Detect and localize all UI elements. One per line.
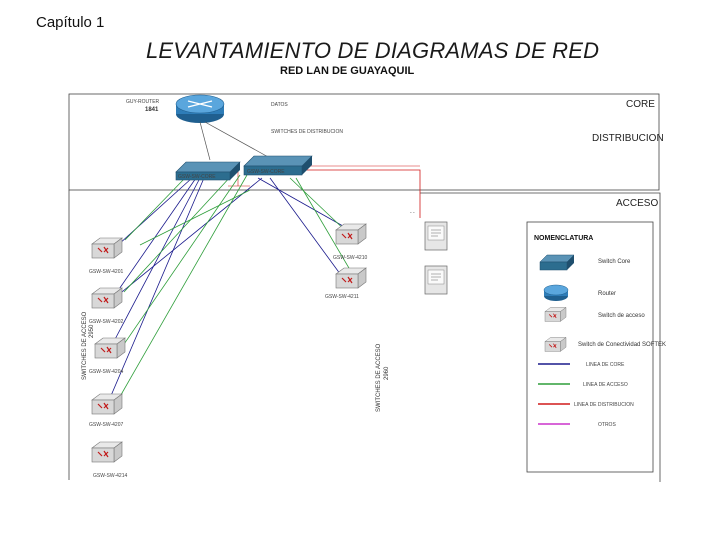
left-vertical-model: 2950 (89, 324, 95, 338)
access-switch-5-label: GSW-SW-4214 (93, 473, 127, 479)
legend-item-2: Switch de acceso (598, 313, 645, 319)
zone-distribution-label: DISTRIBUCION (592, 133, 664, 144)
legend-item-0: Switch Core (598, 259, 631, 265)
access-switch-mid-1 (335, 223, 367, 245)
access-switch-2 (91, 287, 123, 309)
page-title: LEVANTAMIENTO DE DIAGRAMAS DE RED (146, 38, 600, 63)
legend-router-icon (543, 284, 569, 301)
router-name: GUY-ROUTER (126, 99, 160, 105)
access-switch-3-label: GSW-SW-4204 (89, 369, 123, 375)
legend-line-0: LINEA DE CORE (586, 362, 625, 368)
access-switch-1 (91, 237, 123, 259)
access-switch-4 (91, 393, 123, 415)
legend-item-1: Router (598, 291, 616, 297)
svg-text:- -: - - (410, 210, 415, 216)
core-distribution-box (68, 93, 660, 191)
diagram-subtitle: RED LAN DE GUAYAQUIL (280, 65, 415, 77)
access-switch-3 (94, 337, 126, 359)
access-switch-1-label: GSW-SW-4201 (89, 269, 123, 275)
router (175, 94, 225, 123)
legend-item-3: Switch de Conectividad SOFTEK (578, 342, 666, 348)
zone-access-label: ACCESO (616, 198, 658, 209)
legend-line-3: OTROS (598, 422, 616, 428)
core-switch-2 (243, 155, 313, 176)
left-vertical-label: SWITCHES DE ACCESO (82, 311, 88, 380)
datos-label: DATOS (271, 102, 288, 108)
access-switch-mid-1-label: GSW-SW-4210 (333, 255, 367, 261)
access-switch-5 (91, 441, 123, 463)
server-2 (424, 265, 448, 295)
mid-vertical-label: SWITCHES DE ACCESO (376, 343, 382, 412)
router-model: 1841 (145, 107, 159, 113)
mid-vertical-model: 2960 (384, 366, 390, 380)
core-switch-1 (175, 161, 241, 181)
distribution-switches-label: SWITCHES DE DISTRIBUCION (271, 129, 343, 135)
legend-access-switch-icon (544, 306, 567, 322)
legend-title: NOMENCLATURA (534, 235, 593, 242)
legend-line-2: LINEA DE DISTRIBUCION (574, 402, 634, 408)
server-1 (424, 221, 448, 251)
access-switch-mid-2-label: GSW-SW-4211 (325, 294, 359, 300)
core-switch-1-label: GSW-SW-CORE (178, 174, 216, 180)
access-switch-2-label: GSW-SW-4202 (89, 319, 123, 325)
legend-switch-core-icon (539, 254, 575, 271)
access-lines (117, 174, 357, 401)
access-switch-4-label: GSW-SW-4207 (89, 422, 123, 428)
core-lines (109, 177, 351, 399)
access-box (420, 192, 661, 482)
legend-line-1: LINEA DE ACCESO (583, 382, 628, 388)
zone-core-label: CORE (626, 99, 655, 110)
access-switch-mid-2 (335, 267, 367, 289)
core-switch-2-label: GSW-SW-CORE (247, 169, 285, 175)
distribution-line (305, 169, 421, 218)
chapter-label: Capítulo 1 (36, 14, 105, 31)
legend-softek-switch-icon (544, 336, 567, 352)
